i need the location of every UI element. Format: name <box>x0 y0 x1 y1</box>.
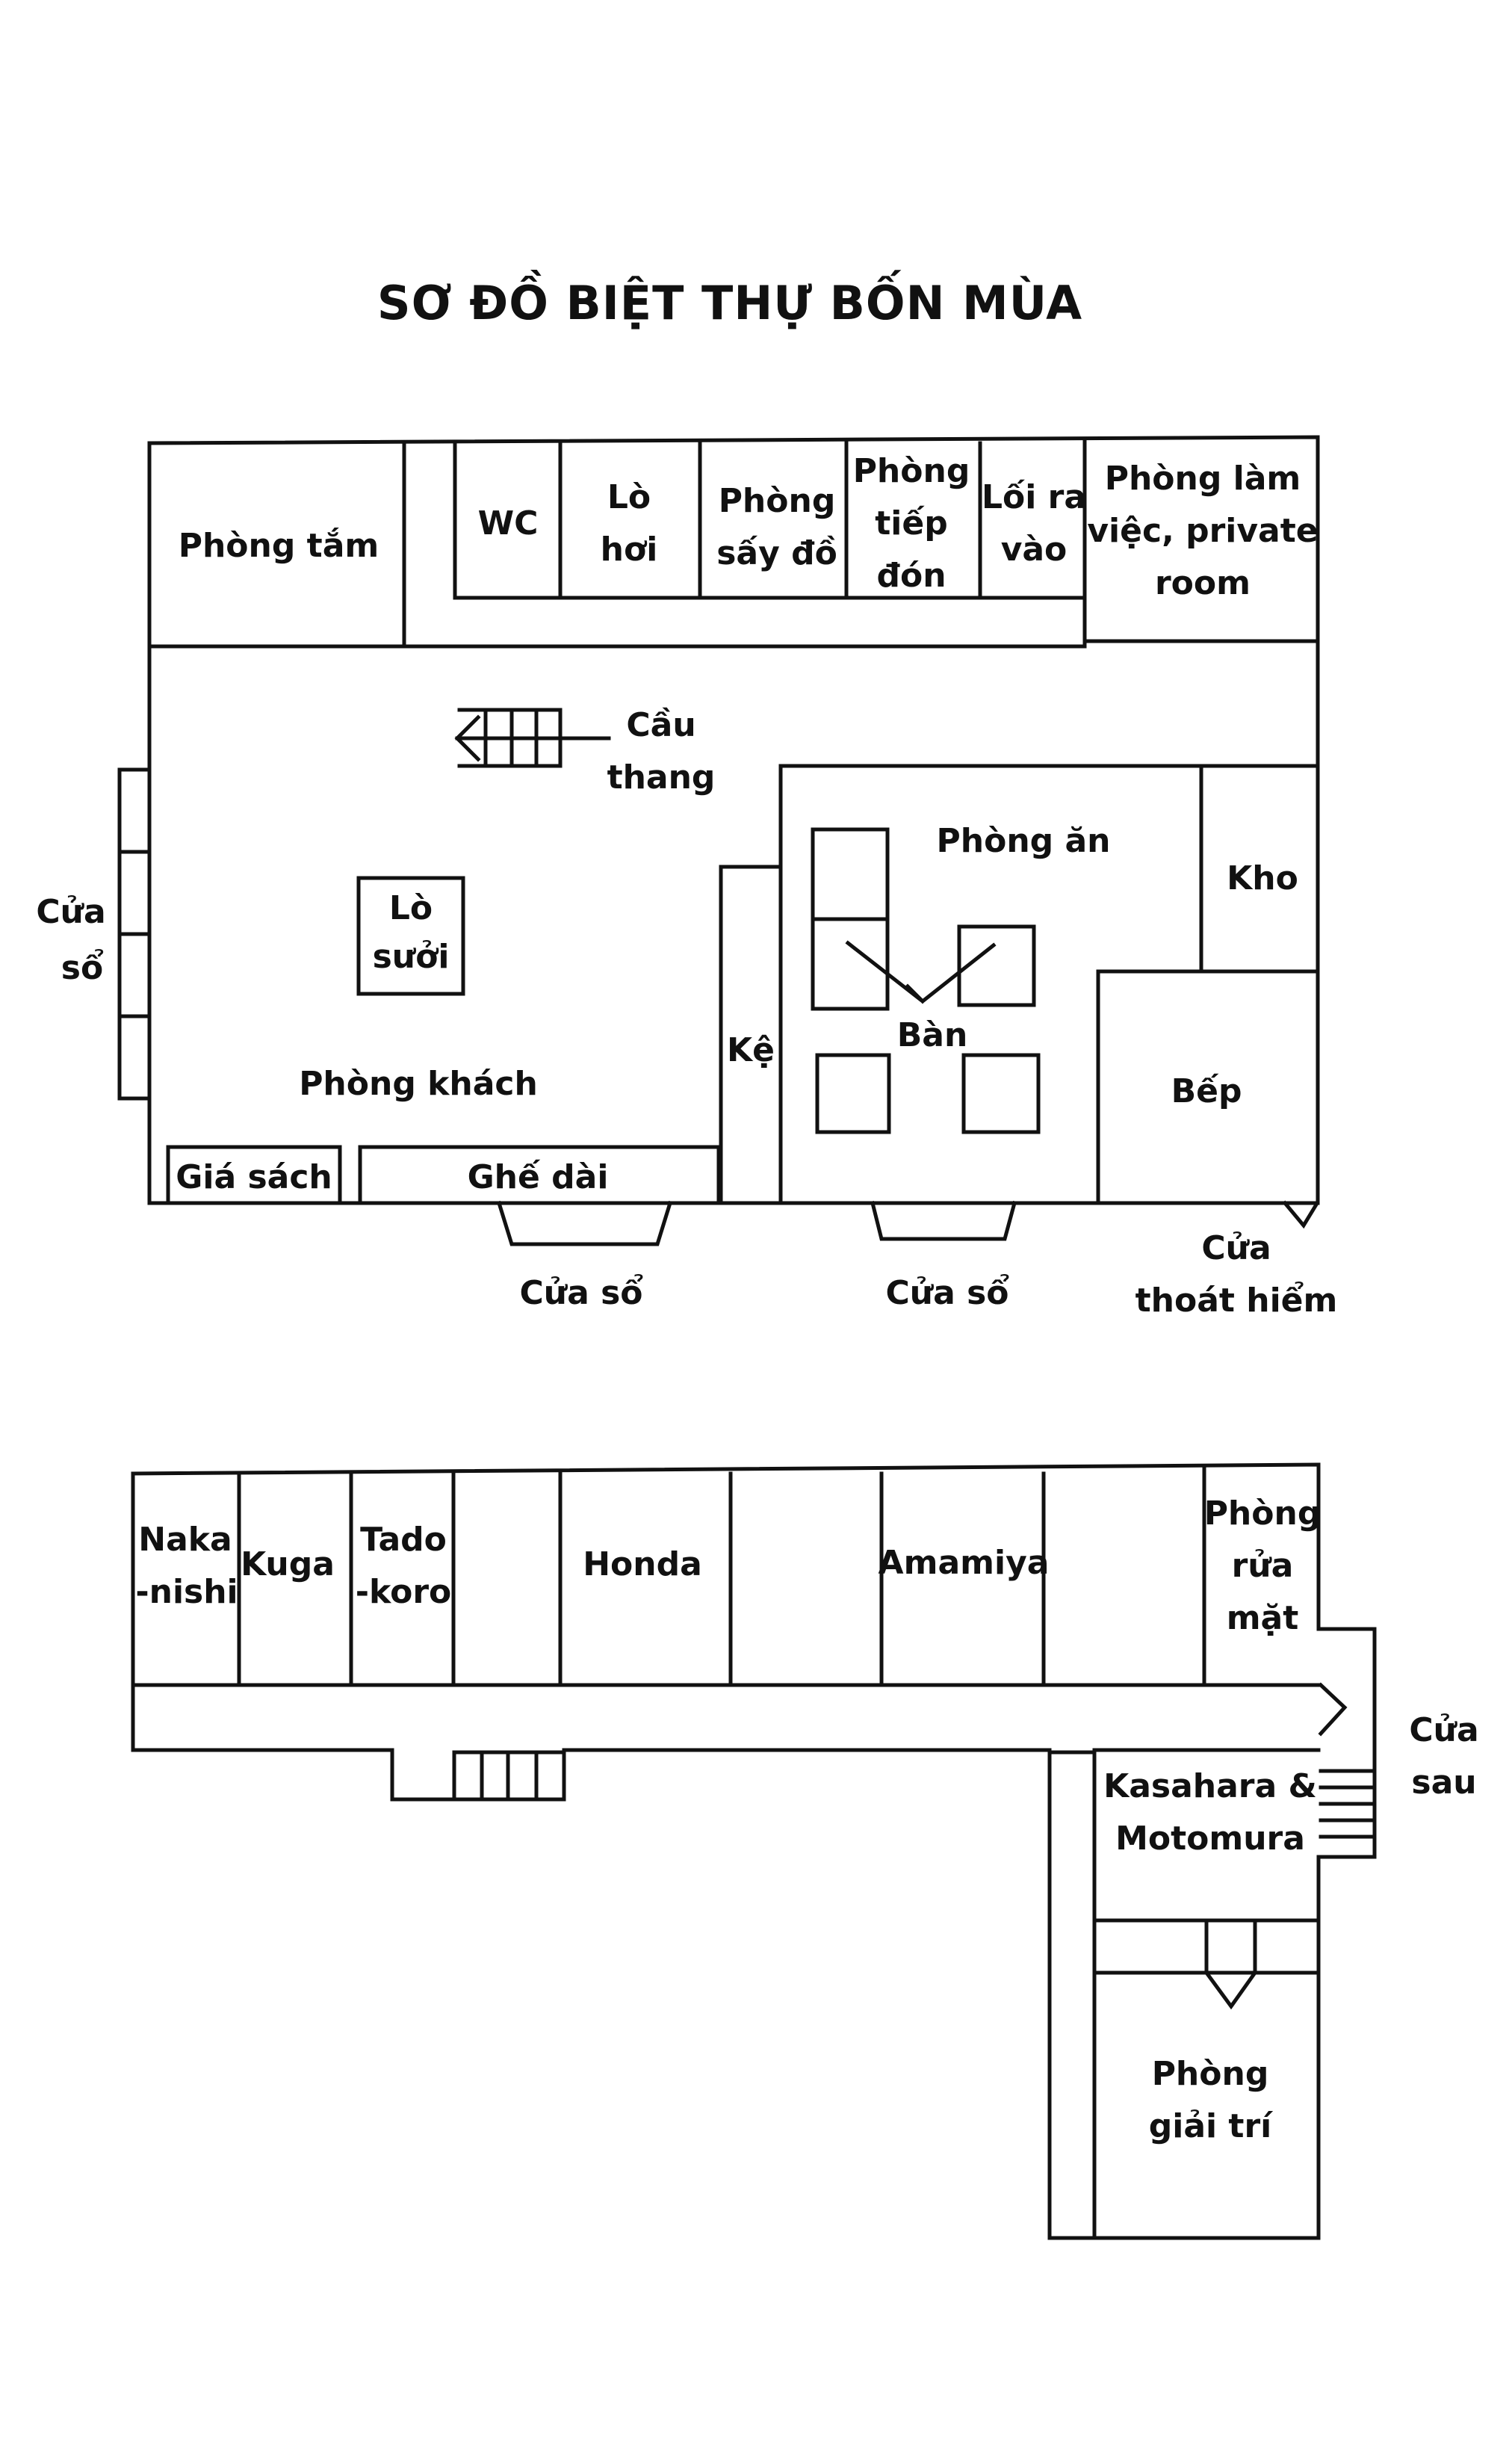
tadokoro-label-1: Tado <box>360 1521 447 1559</box>
back-door-label-2: sau <box>1411 1763 1476 1802</box>
chair <box>961 1053 1041 1134</box>
office-label-1: Phòng làm <box>1105 460 1301 498</box>
nakanishi-label-1: Naka <box>138 1521 232 1559</box>
living-room-label: Phòng khách <box>299 1065 538 1103</box>
chair <box>815 1053 891 1134</box>
emergency-exit-label-2: thoát hiểm <box>1135 1281 1338 1320</box>
washroom-label-1: Phòng <box>1204 1494 1322 1533</box>
corridor-wall <box>402 437 1087 649</box>
reception-label-2: tiếp <box>875 504 947 542</box>
tadokoro-label-2: -koro <box>356 1573 452 1611</box>
nakanishi-label-2: -nishi <box>135 1573 238 1611</box>
bottom-window-right-label: Cửa sổ <box>885 1273 1009 1312</box>
emergency-door <box>1282 1200 1319 1229</box>
back-door-steps <box>1319 1769 1377 1839</box>
storage-label: Kho <box>1227 859 1298 897</box>
dining-room-wall <box>778 764 1320 1205</box>
boiler-label-2: hơi <box>601 531 658 569</box>
honda-label: Honda <box>583 1545 702 1583</box>
upper-floor-corridor-wall <box>131 1471 1052 1802</box>
bench-label: Ghế dài <box>468 1158 609 1196</box>
stairs-label-2: thang <box>607 758 716 797</box>
reception-label-3: đón <box>876 557 946 595</box>
amamiya-label: Amamiya <box>879 1544 1050 1582</box>
page-title: SƠ ĐỒ BIỆT THỰ BỐN MÙA <box>377 270 1082 330</box>
fireplace-label-1: Lò <box>389 889 433 927</box>
chair <box>811 917 890 1011</box>
dining-room-label: Phòng ăn <box>937 822 1111 860</box>
game-room-label-1: Phòng <box>1152 2055 1269 2093</box>
rooms-row-wall <box>453 441 1087 600</box>
office-label-3: room <box>1155 564 1251 602</box>
back-door-swing <box>1318 1682 1348 1737</box>
chair <box>957 924 1036 1007</box>
chair <box>811 827 890 921</box>
bench <box>358 1145 721 1205</box>
kasahara-label-2: Motomura <box>1115 1820 1305 1858</box>
washroom-label-3: mặt <box>1227 1599 1299 1637</box>
arrow-left-icon <box>454 714 481 762</box>
reception-label-1: Phòng <box>853 452 970 490</box>
entrance-label-2: vào <box>1001 531 1068 569</box>
bottom-window-left-label: Cửa sổ <box>519 1273 643 1312</box>
ground-floor-outer-wall <box>147 435 1320 1205</box>
bookshelf-label: Giá sách <box>176 1158 332 1196</box>
fireplace-label-2: sưởi <box>373 938 450 976</box>
kuga-label: Kuga <box>241 1545 335 1583</box>
kasahara-label-1: Kasahara & <box>1103 1767 1317 1805</box>
table-pointer <box>845 940 997 1004</box>
kitchen-label: Bếp <box>1171 1072 1242 1110</box>
wc-label: WC <box>478 504 539 542</box>
emergency-exit-label-1: Cửa <box>1201 1229 1271 1267</box>
drying-label-1: Phòng <box>719 482 836 520</box>
office-label-2: việc, private <box>1087 512 1318 550</box>
left-window-label-1: Cửa <box>36 893 105 931</box>
bottom-window-left <box>496 1200 673 1246</box>
upper-floor-outer-wall <box>131 1462 1377 2240</box>
bookshelf <box>166 1145 342 1205</box>
left-window <box>117 767 152 1101</box>
ground-floor: Phòng tắm WC Lò hơi Phòng sấy đồ Phòng t… <box>36 435 1338 1320</box>
game-room-door <box>1203 1918 1258 2010</box>
kitchen-wall <box>1096 969 1320 1205</box>
fireplace <box>356 876 465 996</box>
boiler-label-1: Lò <box>607 478 651 516</box>
upper-stairs <box>452 1750 566 1802</box>
washroom-label-2: rửa <box>1232 1547 1294 1585</box>
table-label: Bàn <box>897 1016 968 1054</box>
drying-label-2: sấy đồ <box>716 534 837 572</box>
left-window-label-2: sổ <box>61 948 104 987</box>
game-room-label-2: giải trí <box>1149 2107 1274 2145</box>
upper-floor: Naka -nishi Kuga Tado -koro Honda Amamiy… <box>131 1462 1479 2240</box>
entrance-label-1: Lối ra <box>982 478 1086 516</box>
back-door-label-1: Cửa <box>1409 1711 1478 1749</box>
shelf-label: Kệ <box>727 1031 775 1069</box>
bottom-window-right <box>870 1200 1017 1241</box>
stairs-label-1: Cầu <box>626 706 695 744</box>
bath-label: Phòng tắm <box>179 527 379 565</box>
stairs-symbol <box>454 708 611 768</box>
